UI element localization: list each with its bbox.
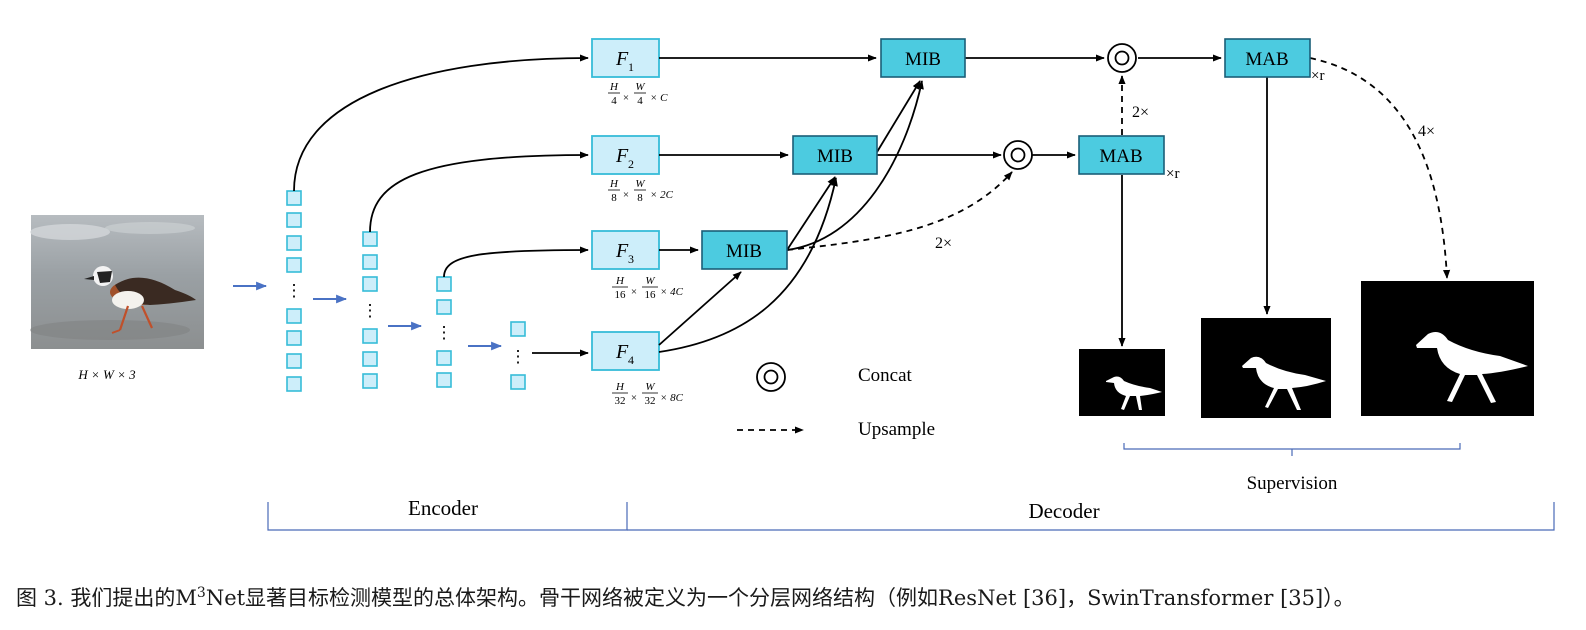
caption-prefix: 图 3. 我们提出的M bbox=[16, 586, 197, 610]
bird-silhouette-icon bbox=[1242, 356, 1326, 410]
svg-text:× C: × C bbox=[650, 92, 668, 104]
mab-block-2: MAB bbox=[1078, 135, 1165, 175]
feature-f4: F 4 bbox=[591, 331, 660, 371]
legend-concat-label: Concat bbox=[858, 365, 913, 386]
svg-text:4: 4 bbox=[611, 95, 617, 107]
supervision-label: Supervision bbox=[1247, 473, 1338, 494]
svg-text:H: H bbox=[615, 275, 625, 287]
svg-text:× 2C: × 2C bbox=[650, 189, 674, 201]
decoder-arrows bbox=[658, 54, 1271, 353]
caption-suffix: Net显著目标检测模型的总体架构。骨干网络被定义为一个分层网络结构（例如ResN… bbox=[205, 586, 1355, 610]
feature-f3-dims: H 16 × W 16 × 4C bbox=[612, 275, 684, 301]
upsample-label-a: 2× bbox=[935, 235, 952, 252]
mab-block-1: MAB bbox=[1224, 38, 1311, 78]
stage-4-dots: ⋮ bbox=[510, 347, 527, 366]
bird-silhouette-icon bbox=[1416, 332, 1528, 403]
svg-text:MAB: MAB bbox=[1245, 49, 1288, 70]
svg-text:W: W bbox=[645, 275, 655, 287]
feature-f4-letter: F bbox=[615, 341, 629, 363]
feature-f2-letter: F bbox=[615, 145, 629, 167]
feature-f1-letter: F bbox=[615, 48, 629, 70]
encoder-label: Encoder bbox=[408, 496, 478, 520]
svg-text:W: W bbox=[645, 381, 655, 393]
figure-caption: 图 3. 我们提出的M3Net显著目标检测模型的总体架构。骨干网络被定义为一个分… bbox=[16, 578, 1576, 613]
svg-text:W: W bbox=[635, 81, 645, 93]
feature-f2-sub: 2 bbox=[628, 157, 634, 171]
svg-text:MIB: MIB bbox=[905, 49, 941, 70]
caption-superscript: 3 bbox=[196, 585, 206, 601]
mab-2-repeat: ×r bbox=[1166, 166, 1179, 182]
svg-text:MIB: MIB bbox=[817, 146, 853, 167]
svg-text:W: W bbox=[635, 178, 645, 190]
input-dims: H × W × 3 bbox=[77, 367, 136, 382]
feature-f3-letter: F bbox=[615, 240, 629, 262]
feature-f1: F 1 bbox=[591, 38, 660, 78]
mib-block-2: MIB bbox=[792, 135, 878, 175]
feature-f4-dims: H 32 × W 32 × 8C bbox=[612, 381, 684, 407]
svg-text:4: 4 bbox=[637, 95, 643, 107]
svg-text:32: 32 bbox=[615, 395, 626, 407]
feature-f2: F 2 bbox=[591, 135, 660, 175]
encoder-stage-2 bbox=[362, 231, 378, 389]
svg-text:H: H bbox=[609, 81, 619, 93]
feature-f1-sub: 1 bbox=[628, 60, 634, 74]
svg-text:32: 32 bbox=[645, 395, 656, 407]
concat-node-2 bbox=[1003, 140, 1033, 170]
svg-text:× 8C: × 8C bbox=[660, 392, 684, 404]
svg-text:16: 16 bbox=[615, 289, 627, 301]
svg-text:16: 16 bbox=[645, 289, 657, 301]
legend-upsample-label: Upsample bbox=[858, 419, 935, 440]
decoder-bracket bbox=[627, 502, 1555, 531]
svg-text:8: 8 bbox=[611, 192, 617, 204]
svg-text:H: H bbox=[609, 178, 619, 190]
svg-text:MIB: MIB bbox=[726, 241, 762, 262]
stage-3-dots: ⋮ bbox=[436, 323, 453, 342]
feature-f3: F 3 bbox=[591, 230, 660, 270]
svg-text:8: 8 bbox=[637, 192, 643, 204]
mask-small bbox=[1079, 349, 1165, 416]
encoder-to-feature-arrows bbox=[293, 54, 589, 357]
encoder-stage-1 bbox=[286, 190, 302, 392]
svg-text:H: H bbox=[615, 381, 625, 393]
encoder-stage-3 bbox=[436, 276, 452, 388]
mask-large bbox=[1361, 281, 1534, 416]
encoder-flow-arrows bbox=[233, 281, 503, 351]
bird-silhouette-icon bbox=[1106, 376, 1162, 410]
svg-text:×: × bbox=[631, 286, 637, 298]
supervision-bracket bbox=[1123, 443, 1461, 450]
svg-text:MAB: MAB bbox=[1099, 146, 1142, 167]
feature-f1-dims: H 4 × W 4 × C bbox=[608, 81, 668, 107]
stage-1-dots: ⋮ bbox=[286, 281, 303, 300]
mib-block-3: MIB bbox=[701, 230, 788, 270]
svg-text:×: × bbox=[623, 92, 629, 104]
input-image bbox=[30, 215, 204, 349]
svg-text:× 4C: × 4C bbox=[660, 286, 684, 298]
encoder-stage-4 bbox=[510, 321, 526, 390]
bird-photo-icon bbox=[84, 266, 196, 334]
mab-1-repeat: ×r bbox=[1311, 68, 1324, 84]
encoder-bracket bbox=[267, 502, 628, 531]
upsample-label-c: 4× bbox=[1418, 123, 1435, 140]
upsample-label-b: 2× bbox=[1132, 104, 1149, 121]
svg-text:×: × bbox=[623, 189, 629, 201]
upsample-arrows bbox=[786, 57, 1451, 279]
mask-medium bbox=[1201, 318, 1331, 418]
stage-2-dots: ⋮ bbox=[362, 301, 379, 320]
feature-f2-dims: H 8 × W 8 × 2C bbox=[608, 178, 674, 204]
feature-f3-sub: 3 bbox=[628, 252, 634, 266]
legend-concat-icon bbox=[756, 362, 786, 392]
concat-node-1 bbox=[1107, 43, 1137, 73]
mib-block-1: MIB bbox=[880, 38, 966, 78]
feature-f4-sub: 4 bbox=[628, 353, 634, 367]
decoder-label: Decoder bbox=[1028, 499, 1099, 523]
svg-text:×: × bbox=[631, 392, 637, 404]
